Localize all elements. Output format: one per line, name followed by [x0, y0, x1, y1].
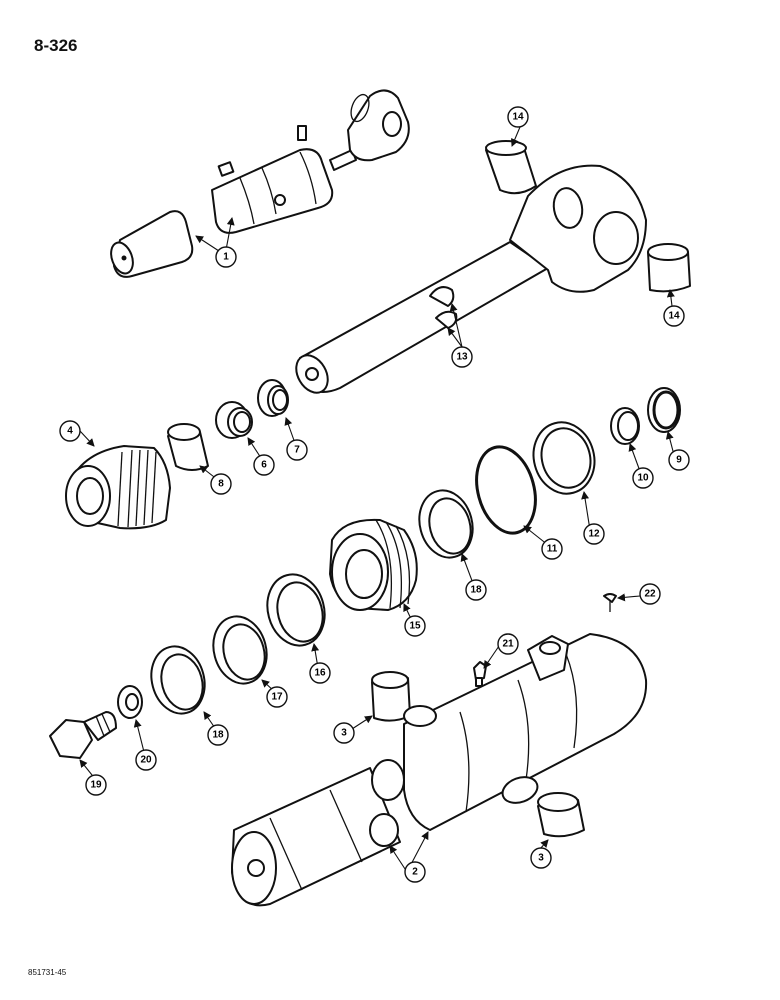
washer-part-20 — [117, 685, 143, 719]
bushing-part-14-right — [647, 243, 691, 293]
callout-12: 12 — [583, 523, 605, 545]
svg-text:11: 11 — [547, 544, 558, 555]
ring-part-10 — [610, 407, 640, 445]
callout-9: 9 — [668, 449, 690, 471]
backup-ring-part-12 — [532, 421, 596, 495]
callout-13: 13 — [451, 346, 473, 368]
svg-text:14: 14 — [668, 311, 680, 322]
cylinder-barrel-part-2 — [231, 633, 648, 907]
svg-text:3: 3 — [341, 728, 347, 739]
svg-text:18: 18 — [212, 730, 224, 741]
callout-21: 21 — [497, 633, 519, 655]
svg-text:9: 9 — [676, 455, 682, 466]
seal-part-9 — [647, 387, 681, 433]
callout-3-upper: 3 — [333, 722, 355, 744]
grease-fitting-part-21 — [473, 661, 487, 687]
rod-assembly-part-13 — [295, 164, 647, 394]
svg-text:20: 20 — [140, 755, 152, 766]
svg-text:17: 17 — [271, 692, 283, 703]
svg-text:2: 2 — [412, 867, 418, 878]
callout-20: 20 — [135, 749, 157, 771]
bushing-part-14-left — [485, 140, 537, 195]
callout-11: 11 — [541, 538, 563, 560]
callout-17: 17 — [266, 686, 288, 708]
callout-18-upper: 18 — [465, 579, 487, 601]
callout-10: 10 — [632, 467, 654, 489]
seal-part-6 — [215, 401, 253, 439]
callout-3-lower: 3 — [530, 847, 552, 869]
callout-14-right: 14 — [663, 305, 685, 327]
svg-text:15: 15 — [409, 621, 421, 632]
plug-part-19 — [49, 711, 117, 759]
svg-text:19: 19 — [90, 780, 102, 791]
callout-2: 2 — [404, 861, 426, 883]
svg-text:12: 12 — [588, 529, 600, 540]
svg-text:8: 8 — [218, 479, 224, 490]
callout-15: 15 — [404, 615, 426, 637]
callout-18-lower: 18 — [207, 724, 229, 746]
callout-7: 7 — [286, 439, 308, 461]
bushing-part-3-lower — [537, 792, 585, 838]
svg-text:22: 22 — [644, 589, 656, 600]
screw-part-22 — [603, 593, 617, 612]
svg-text:16: 16 — [314, 668, 326, 679]
svg-text:10: 10 — [637, 473, 649, 484]
svg-text:21: 21 — [502, 639, 514, 650]
callout-14-left: 14 — [507, 106, 529, 128]
wiper-part-7 — [257, 379, 289, 417]
svg-text:18: 18 — [470, 585, 482, 596]
assembled-cylinder-part-1 — [110, 89, 410, 278]
ring-part-17 — [212, 615, 268, 685]
svg-text:14: 14 — [512, 112, 524, 123]
svg-text:4: 4 — [67, 426, 73, 437]
svg-text:3: 3 — [538, 853, 544, 864]
bushing-part-8 — [167, 423, 209, 471]
page-number: 8-326 — [34, 36, 78, 55]
svg-text:13: 13 — [456, 352, 468, 363]
wear-ring-part-18-upper — [418, 489, 474, 559]
ring-part-16 — [266, 573, 326, 647]
o-ring-part-11 — [475, 445, 537, 535]
gland-part-4 — [65, 445, 171, 530]
figure-code: 851731-45 — [28, 968, 67, 977]
callout-1: 1 — [215, 246, 237, 268]
svg-text:1: 1 — [223, 252, 229, 263]
piston-part-15 — [329, 518, 418, 611]
callout-19: 19 — [85, 774, 107, 796]
svg-text:7: 7 — [294, 445, 300, 456]
callout-16: 16 — [309, 662, 331, 684]
callout-4: 4 — [59, 420, 81, 442]
callout-22: 22 — [639, 583, 661, 605]
bushing-part-3-upper — [371, 671, 411, 722]
callout-6: 6 — [253, 454, 275, 476]
wear-ring-part-18-lower — [150, 645, 206, 715]
svg-text:6: 6 — [261, 460, 267, 471]
callout-8: 8 — [210, 473, 232, 495]
